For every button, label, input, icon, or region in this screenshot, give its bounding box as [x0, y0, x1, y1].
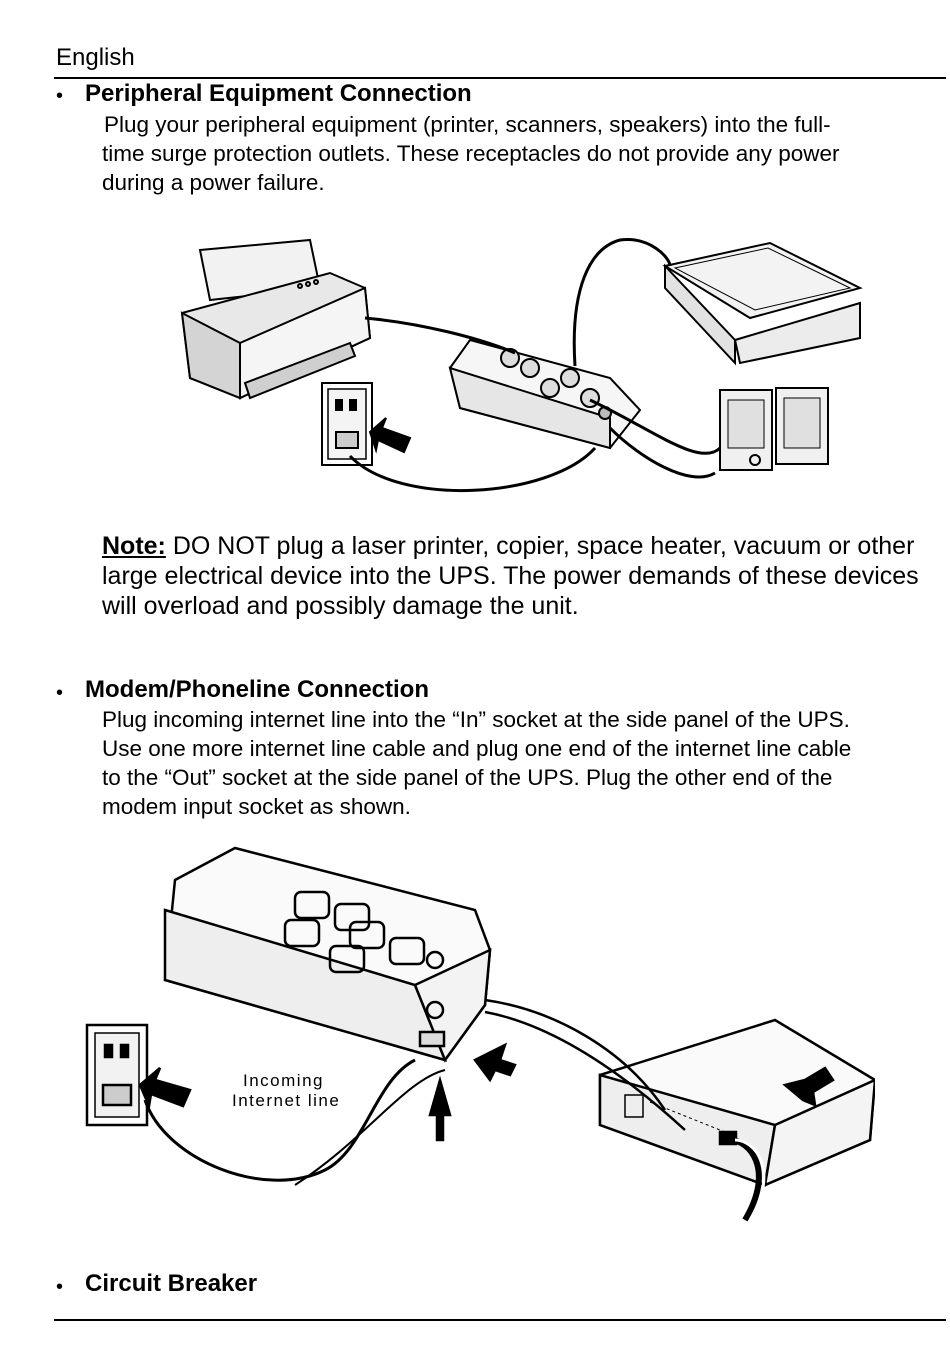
note-label: Note: — [102, 532, 166, 560]
ups-illustration — [448, 338, 642, 450]
text-line: Plug incoming internet line into the “In… — [102, 707, 850, 732]
section-text-peripheral: Plug your peripheral equipment (printer,… — [102, 110, 932, 197]
text-line: Plug your peripheral equipment (printer,… — [104, 112, 831, 137]
wall-outlet-illustration — [321, 382, 373, 466]
ups-illustration — [163, 846, 492, 1063]
text-line: time surge protection outlets. These rec… — [102, 141, 840, 166]
bullet-marker: • — [56, 682, 64, 704]
header-rule — [54, 77, 946, 79]
speakers-illustration — [719, 387, 829, 471]
wall-outlet-illustration — [85, 1023, 149, 1127]
scanner-illustration — [662, 241, 863, 366]
language-label: English — [56, 44, 135, 71]
modem-illustration — [598, 1018, 875, 1188]
incoming-line-label-1: Incoming — [243, 1071, 324, 1090]
note-warning: Note: DO NOT plug a laser printer, copie… — [102, 531, 942, 621]
printer-illustration — [180, 238, 372, 400]
footer-rule — [54, 1319, 946, 1321]
section-text-modem: Plug incoming internet line into the “In… — [102, 705, 932, 821]
incoming-line-label-2: Internet line — [232, 1091, 340, 1110]
text-line: Use one more internet line cable and plu… — [102, 736, 852, 761]
text-line: during a power failure. — [102, 170, 325, 195]
note-text: DO NOT plug a laser printer, copier, spa… — [102, 532, 919, 620]
peripheral-connection-illustration — [180, 238, 863, 493]
bullet-marker: • — [56, 1276, 64, 1298]
section-heading-circuit-breaker: Circuit Breaker — [85, 1270, 258, 1297]
section-heading-modem: Modem/Phoneline Connection — [85, 676, 430, 703]
section-heading-peripheral: Peripheral Equipment Connection — [85, 80, 472, 107]
bullet-marker: • — [56, 85, 64, 107]
modem-connection-illustration: Incoming Internet line — [85, 846, 875, 1222]
text-line: to the “Out” socket at the side panel of… — [102, 765, 833, 790]
text-line: modem input socket as shown. — [102, 794, 411, 819]
